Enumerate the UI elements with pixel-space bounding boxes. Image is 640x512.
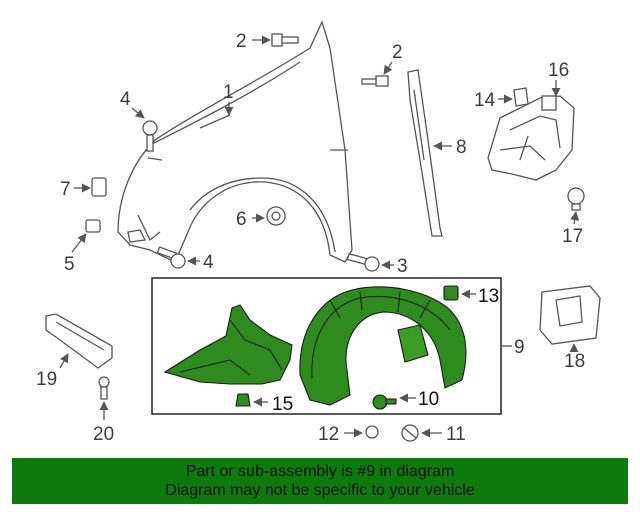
- svg-text:4: 4: [203, 252, 214, 273]
- callout-18: 18: [564, 343, 585, 372]
- callout-3: 3: [381, 256, 408, 277]
- callout-4b: 4: [187, 252, 214, 273]
- callout-17: 17: [562, 211, 583, 247]
- clip-13[interactable]: [443, 285, 459, 301]
- svg-text:3: 3: [397, 256, 408, 277]
- svg-text:8: 8: [456, 137, 467, 158]
- banner-line-2: Diagram may not be specific to your vehi…: [165, 482, 475, 499]
- callout-1: 1: [223, 82, 234, 116]
- clip-7[interactable]: [91, 177, 107, 197]
- svg-text:9: 9: [514, 337, 525, 358]
- svg-text:2: 2: [236, 31, 247, 52]
- callout-8: 8: [433, 137, 467, 158]
- svg-text:10: 10: [418, 389, 439, 410]
- front-liner[interactable]: [163, 304, 293, 385]
- svg-text:14: 14: [474, 90, 496, 111]
- screw-4a[interactable]: [142, 120, 158, 152]
- svg-text:16: 16: [548, 60, 569, 81]
- bolt-2b[interactable]: [361, 75, 389, 87]
- callout-4a: 4: [120, 89, 145, 119]
- callout-7: 7: [60, 179, 91, 200]
- callout-19: 19: [36, 353, 69, 390]
- callout-5: 5: [64, 233, 87, 275]
- callout-14: 14: [474, 90, 513, 111]
- svg-text:18: 18: [564, 351, 585, 372]
- callout-10: 10: [399, 389, 439, 410]
- svg-text:7: 7: [60, 179, 71, 200]
- clip-17[interactable]: [567, 187, 585, 211]
- wheelhouse-liner-9[interactable]: [299, 286, 467, 406]
- svg-text:2: 2: [392, 42, 403, 63]
- banner-line-1: Part or sub-assembly is #9 in diagram: [185, 463, 455, 480]
- parts-diagram: 1 2 2 4 7 5: [36, 20, 601, 445]
- svg-text:1: 1: [223, 82, 234, 103]
- grommet-6[interactable]: [266, 206, 286, 226]
- callout-6: 6: [236, 209, 265, 230]
- callout-12: 12: [318, 424, 363, 445]
- clip-12[interactable]: [365, 425, 379, 439]
- callout-20: 20: [93, 401, 114, 445]
- info-banner: Part or sub-assembly is #9 in diagram Di…: [12, 458, 628, 504]
- svg-text:11: 11: [446, 424, 466, 445]
- svg-text:19: 19: [36, 369, 57, 390]
- svg-text:5: 5: [64, 254, 75, 275]
- callout-15: 15: [253, 394, 293, 415]
- callout-11: 11: [421, 424, 466, 445]
- clip-11[interactable]: [401, 424, 419, 442]
- svg-text:20: 20: [93, 424, 114, 445]
- bracket-19[interactable]: [45, 313, 113, 369]
- callout-13: 13: [461, 286, 499, 307]
- bracket-16[interactable]: [487, 95, 575, 181]
- screw-10[interactable]: [372, 394, 397, 410]
- callout-2b: 2: [383, 42, 403, 75]
- clip-15[interactable]: [235, 393, 251, 407]
- svg-text:12: 12: [318, 424, 339, 445]
- callout-2a: 2: [236, 31, 271, 52]
- fender-part[interactable]: [117, 20, 353, 263]
- bolt-3[interactable]: [346, 252, 380, 272]
- callout-16: 16: [548, 60, 569, 97]
- clip-14[interactable]: [513, 87, 529, 107]
- shield-18[interactable]: [539, 285, 601, 345]
- svg-text:4: 4: [120, 89, 131, 110]
- clip-5[interactable]: [85, 219, 101, 233]
- svg-text:13: 13: [478, 286, 499, 307]
- bolt-2a[interactable]: [271, 33, 299, 47]
- svg-text:17: 17: [562, 226, 583, 247]
- callout-9: 9: [501, 337, 525, 358]
- bolt-4b[interactable]: [156, 246, 186, 269]
- svg-text:15: 15: [272, 394, 293, 415]
- svg-text:6: 6: [236, 209, 247, 230]
- pin-20[interactable]: [98, 376, 110, 400]
- fender-seal-8[interactable]: [407, 69, 443, 237]
